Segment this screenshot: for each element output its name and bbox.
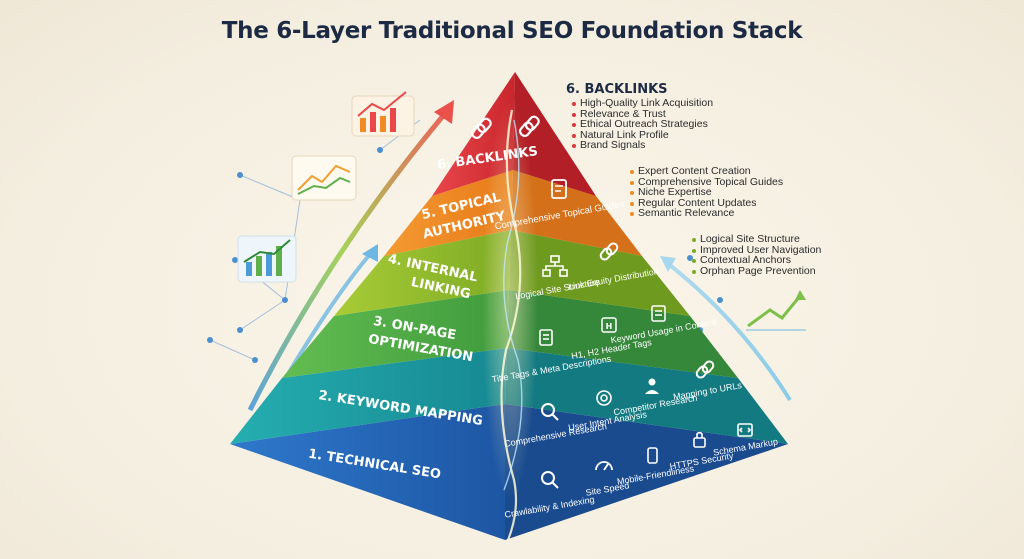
layer-keyword-mapping (230, 348, 788, 444)
link-icon (470, 117, 492, 140)
speedometer-icon (595, 461, 613, 471)
internal-linking-point: Orphan Page Prevention (692, 266, 821, 277)
topical-point: Niche Expertise (630, 187, 783, 198)
link-icon (599, 242, 619, 261)
layer-on-page (282, 290, 738, 378)
backlinks-point: High-Quality Link Acquisition (572, 98, 713, 109)
layer-internal-linking (334, 230, 690, 316)
mobile-phone-icon (647, 447, 658, 464)
lock-icon (693, 431, 706, 448)
document-list-icon (651, 305, 666, 322)
topical-point: Semantic Relevance (630, 208, 783, 219)
layer-technical-seo (230, 404, 788, 540)
document-edit-icon (551, 179, 567, 199)
target-icon (596, 390, 612, 406)
layer-topical-authority (384, 170, 642, 256)
energy-line (500, 109, 522, 541)
link-icon (695, 360, 715, 379)
svg-text:H: H (606, 322, 613, 331)
backlinks-point: Relevance & Trust (572, 108, 713, 120)
topical-point: Regular Content Updates (630, 198, 783, 209)
backlinks-bullet-list: High-Quality Link Acquisition Relevance … (572, 98, 713, 151)
topical-point: Expert Content Creation (630, 166, 783, 177)
people-icon (645, 378, 659, 394)
bar-chart-icon (237, 235, 297, 283)
topical-point: Comprehensive Topical Guides (630, 176, 783, 188)
magnifier-icon (541, 471, 559, 489)
growth-arrow-icon (746, 290, 806, 331)
energy-line (503, 119, 523, 491)
backlinks-point: Brand Signals (572, 140, 713, 151)
backlinks-point: Ethical Outreach Strategies (572, 119, 713, 130)
bar-chart-icon (351, 91, 415, 137)
internal-linking-point: Improved User Navigation (692, 244, 821, 256)
magnifier-icon (541, 403, 559, 421)
diagram-title: The 6-Layer Traditional SEO Foundation S… (221, 18, 803, 44)
document-icon (539, 329, 553, 346)
backlinks-point: Natural Link Profile (572, 130, 713, 141)
sitemap-icon (542, 255, 568, 277)
link-icon (518, 115, 540, 138)
backlinks-callout-heading: 6. BACKLINKS (566, 82, 668, 97)
internal-linking-point: Logical Site Structure (692, 234, 821, 245)
growth-arrow-right (660, 256, 792, 402)
code-icon (737, 423, 753, 437)
topical-authority-bullet-list: Expert Content Creation Comprehensive To… (630, 166, 783, 219)
heading-icon: H (601, 317, 617, 333)
internal-linking-point: Contextual Anchors (692, 255, 821, 266)
line-chart-icon (291, 155, 357, 201)
energy-glow (482, 100, 538, 500)
internal-linking-bullet-list: Logical Site Structure Improved User Nav… (692, 234, 821, 276)
